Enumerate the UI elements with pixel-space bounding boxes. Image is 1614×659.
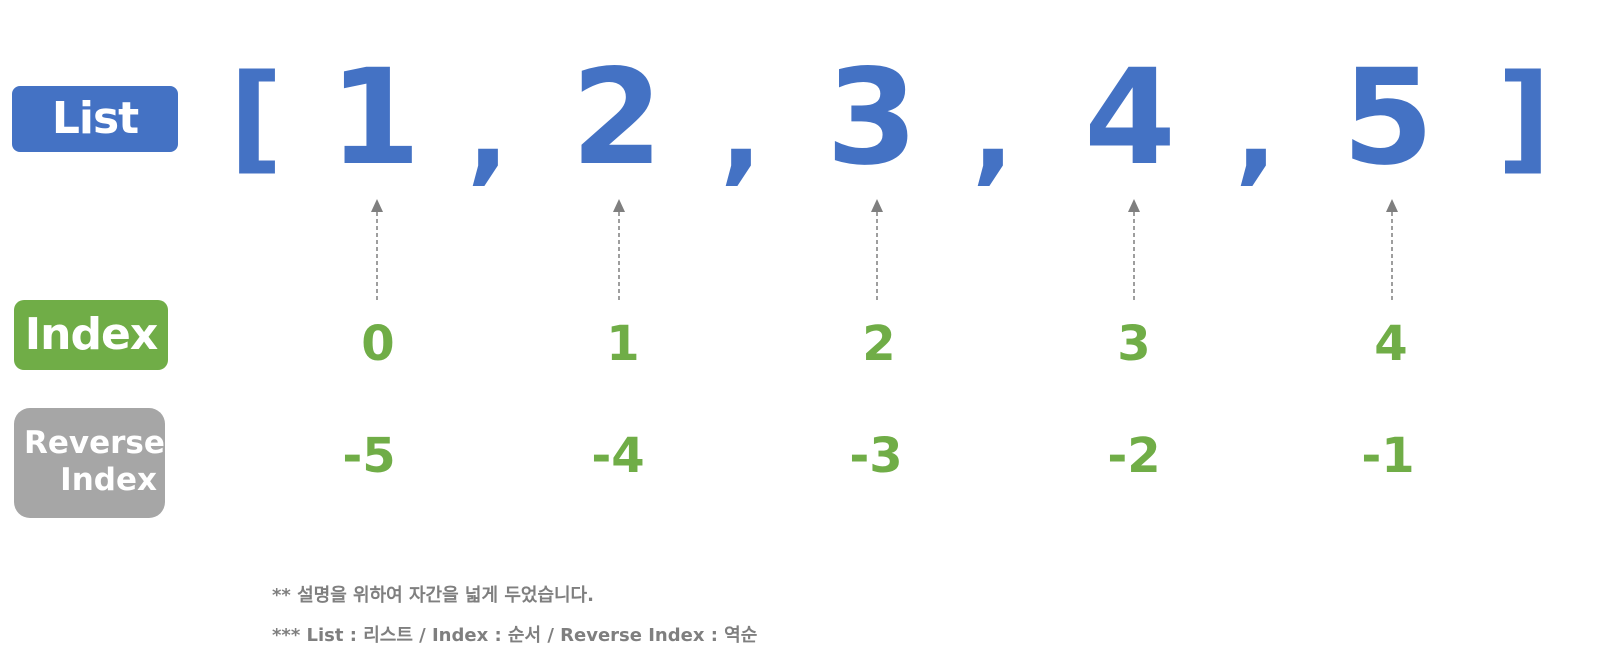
list-element-5: 5 [1342, 41, 1434, 195]
list-element-1: 1 [329, 41, 421, 195]
list-element-2: 2 [571, 41, 663, 195]
index-label: Index [14, 300, 168, 370]
list-label: List [12, 86, 178, 152]
list-comma-4: , [1234, 67, 1278, 197]
arrow-3 [1128, 199, 1140, 300]
list-element-3: 3 [826, 41, 918, 195]
list-element-4: 4 [1084, 41, 1176, 195]
list-comma-3: , [971, 67, 1015, 197]
reverse-index-label: Reverse Index [14, 408, 165, 518]
footnote-spacing: ** 설명을 위하여 자간을 넓게 두었습니다. [272, 585, 594, 606]
reverse-index-label-line1: Reverse [24, 425, 165, 461]
arrow-2 [871, 199, 883, 300]
list-comma-1: , [466, 67, 510, 197]
reverse-index-label-line2: Index [60, 462, 157, 498]
close-bracket: ] [1497, 48, 1551, 186]
list-comma-2: , [719, 67, 763, 197]
open-bracket: [ [229, 48, 283, 186]
footnote-glossary: *** List : 리스트 / Index : 순서 / Reverse In… [272, 625, 758, 646]
index-value-3: 3 [1117, 316, 1151, 372]
reverse-index-value-0: -5 [342, 428, 396, 484]
index-value-2: 2 [862, 316, 896, 372]
reverse-index-value-4: -1 [1361, 428, 1415, 484]
arrow-0 [371, 199, 383, 300]
index-value-4: 4 [1374, 316, 1408, 372]
reverse-index-value-3: -2 [1107, 428, 1161, 484]
arrow-1 [613, 199, 625, 300]
index-value-1: 1 [606, 316, 640, 372]
arrow-4 [1386, 199, 1398, 300]
index-value-0: 0 [361, 316, 395, 372]
reverse-index-value-2: -3 [849, 428, 903, 484]
reverse-index-value-1: -4 [591, 428, 645, 484]
